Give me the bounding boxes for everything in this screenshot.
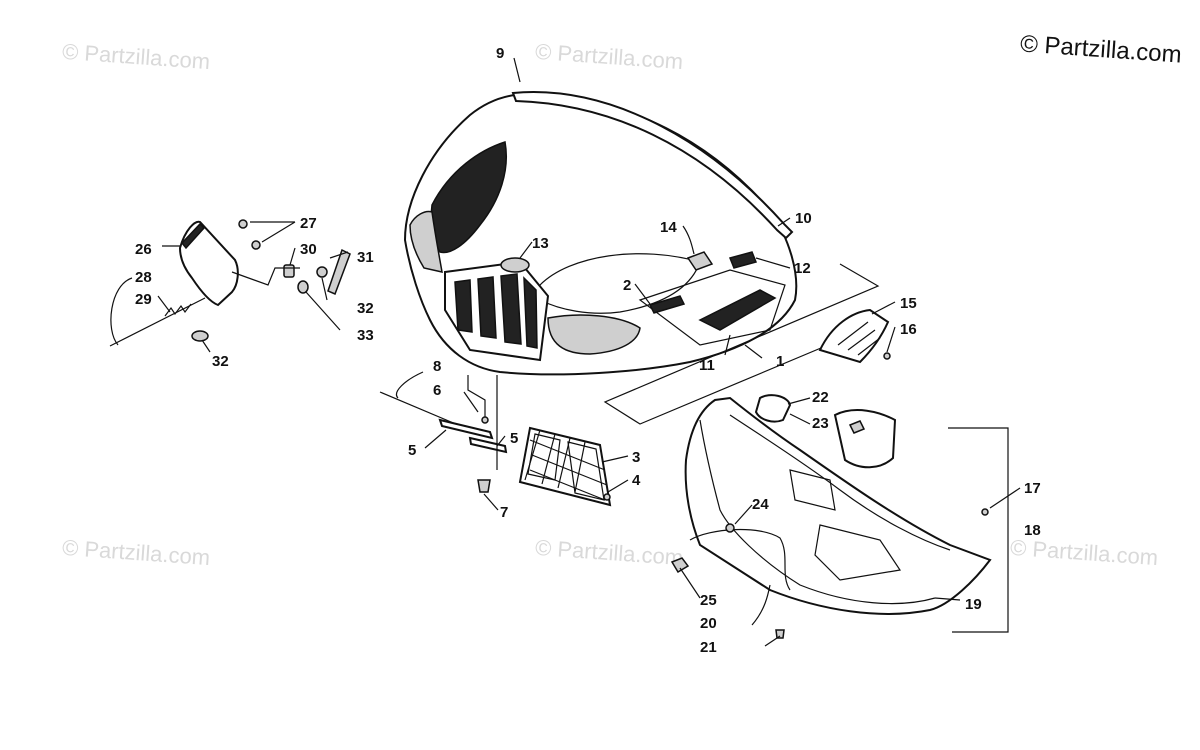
callout-7: 7	[500, 504, 508, 521]
callout-32-upper: 32	[357, 300, 374, 317]
callout-11: 11	[699, 357, 715, 374]
callout-23: 23	[812, 415, 829, 432]
callout-16: 16	[900, 321, 917, 338]
leader-bracket	[603, 263, 880, 425]
callout-20: 20	[700, 615, 717, 632]
callout-4: 4	[632, 472, 641, 489]
callout-6: 6	[433, 382, 441, 399]
callout-8: 8	[433, 358, 441, 375]
callout-5-right: 5	[510, 430, 518, 447]
storage-tray	[670, 394, 1009, 639]
callout-2: 2	[623, 277, 631, 294]
callout-30: 30	[300, 241, 317, 258]
grille-screen	[518, 426, 612, 507]
callout-21: 21	[700, 639, 717, 656]
callout-29: 29	[135, 291, 152, 308]
callout-3: 3	[632, 449, 640, 466]
callout-28: 28	[135, 269, 152, 286]
headlight-assembly	[109, 219, 351, 347]
callout-12: 12	[794, 260, 811, 277]
callout-17: 17	[1024, 480, 1041, 497]
callout-9: 9	[496, 45, 504, 62]
callout-19: 19	[965, 596, 982, 613]
callout-13: 13	[532, 235, 549, 252]
callout-26: 26	[135, 241, 152, 258]
callout-10: 10	[795, 210, 812, 227]
callout-32-lower: 32	[212, 353, 229, 370]
callout-22: 22	[812, 389, 829, 406]
side-vent	[818, 308, 891, 364]
leader-lines	[110, 57, 1021, 647]
callout-1: 1	[776, 353, 784, 370]
callout-18: 18	[1024, 522, 1041, 539]
windshield-trim	[511, 91, 794, 240]
callout-labels: 1 2 3 4 5 5 6 7 8 9 10 11 12 13 14 15 16…	[135, 45, 1041, 656]
callout-15: 15	[900, 295, 917, 312]
callout-24: 24	[752, 496, 769, 513]
callout-33: 33	[357, 327, 374, 344]
hood-assembly	[403, 91, 798, 376]
callout-25: 25	[700, 592, 717, 609]
cable-clip-assembly	[379, 375, 508, 493]
callout-5-left: 5	[408, 442, 416, 459]
callout-31: 31	[357, 249, 374, 266]
callout-14: 14	[660, 219, 677, 236]
callout-27: 27	[300, 215, 317, 232]
